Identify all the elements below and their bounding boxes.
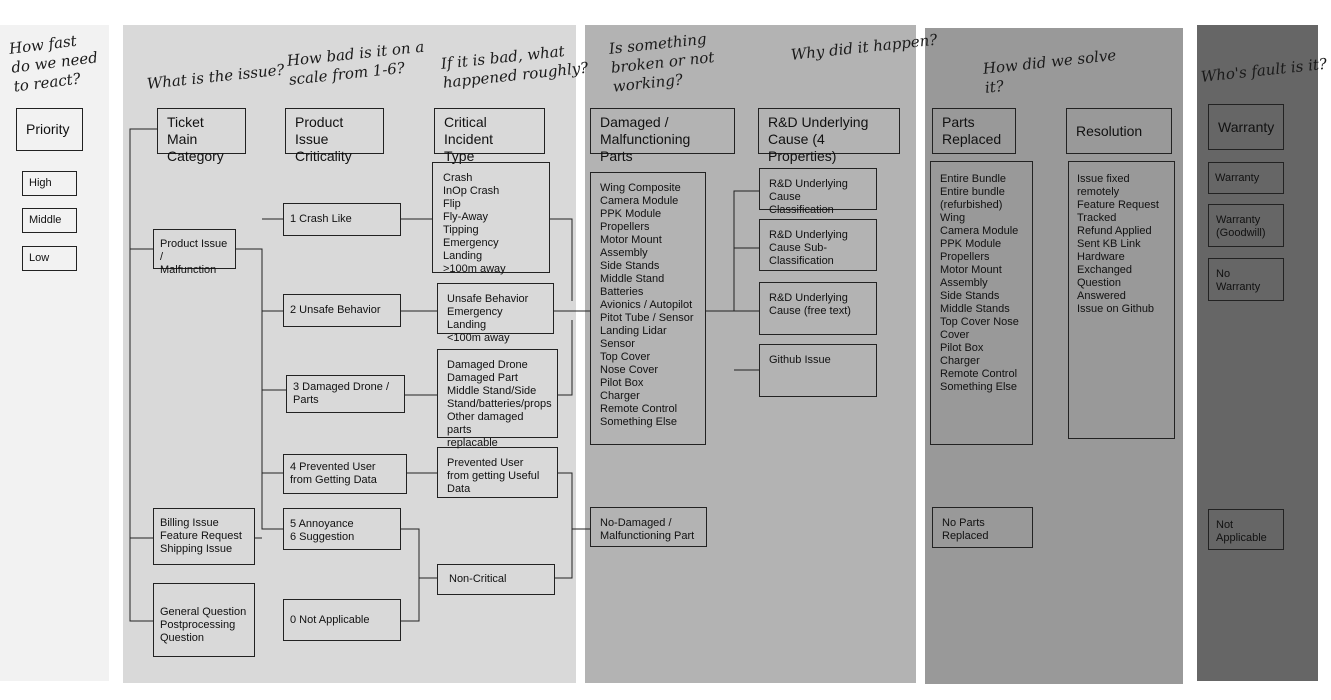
rnd-github-issue: Github Issue bbox=[759, 344, 877, 397]
no-damaged-part: No-Damaged / Malfunctioning Part bbox=[590, 507, 707, 547]
no-parts-replaced: No Parts Replaced bbox=[932, 507, 1033, 548]
solution-panel bbox=[925, 28, 1183, 684]
warranty-item-goodwill: Warranty (Goodwill) bbox=[1208, 204, 1284, 247]
category-header: Ticket Main Category bbox=[157, 108, 246, 164]
parts-replaced-header: Parts Replaced bbox=[932, 108, 1016, 154]
category-product-issue: Product Issue / Malfunction bbox=[153, 229, 236, 276]
rnd-header: R&D Underlying Cause (4 Properties) bbox=[758, 108, 900, 164]
incident-unsafe: Unsafe Behavior Emergency Landing <100m … bbox=[437, 283, 554, 344]
resolution-header: Resolution bbox=[1066, 108, 1172, 154]
criticality-1: 1 Crash Like bbox=[283, 203, 401, 236]
priority-high: High bbox=[22, 171, 77, 196]
warranty-panel bbox=[1197, 25, 1318, 681]
category-billing: Billing Issue Feature Request Shipping I… bbox=[153, 508, 255, 565]
incident-header: Critical Incident Type bbox=[434, 108, 545, 164]
note-broken: Is something broken or not working? bbox=[608, 29, 716, 96]
incident-prevented: Prevented User from getting Useful Data bbox=[437, 447, 558, 498]
incident-crash: Crash InOp Crash Flip Fly-Away Tipping E… bbox=[432, 162, 550, 275]
priority-header: Priority bbox=[16, 108, 83, 151]
rnd-sub-classification: R&D Underlying Cause Sub- Classification bbox=[759, 219, 877, 271]
criticality-4: 4 Prevented User from Getting Data bbox=[283, 454, 407, 494]
criticality-header: Product Issue Criticality bbox=[285, 108, 384, 164]
issue-panel bbox=[123, 25, 576, 683]
criticality-5-6: 5 Annoyance 6 Suggestion bbox=[283, 508, 401, 550]
priority-panel bbox=[0, 25, 109, 681]
priority-middle: Middle bbox=[22, 208, 77, 233]
priority-low: Low bbox=[22, 246, 77, 271]
parts-replaced-list: Entire Bundle Entire bundle (refurbished… bbox=[930, 161, 1033, 445]
incident-damaged: Damaged Drone Damaged Part Middle Stand/… bbox=[437, 349, 558, 449]
warranty-item-no: No Warranty bbox=[1208, 258, 1284, 301]
damaged-parts-header: Damaged / Malfunctioning Parts bbox=[590, 108, 735, 164]
warranty-not-applicable: Not Applicable bbox=[1208, 509, 1284, 550]
incident-noncritical: Non-Critical bbox=[437, 564, 555, 595]
warranty-header: Warranty bbox=[1208, 104, 1284, 150]
category-general: General Question Postprocessing Question bbox=[153, 583, 255, 657]
criticality-0: 0 Not Applicable bbox=[283, 599, 401, 641]
warranty-item-warranty: Warranty bbox=[1208, 162, 1284, 194]
damaged-parts-list: Wing Composite Camera Module PPK Module … bbox=[590, 172, 706, 445]
resolution-list: Issue fixed remotely Feature Request Tra… bbox=[1068, 161, 1175, 439]
rnd-free-text: R&D Underlying Cause (free text) bbox=[759, 282, 877, 335]
rnd-classification: R&D Underlying Cause Classification bbox=[759, 168, 877, 216]
criticality-2: 2 Unsafe Behavior bbox=[283, 294, 401, 327]
criticality-3: 3 Damaged Drone / Parts bbox=[286, 375, 405, 413]
cause-panel bbox=[585, 25, 916, 683]
note-react: How fast do we need to react? bbox=[8, 31, 99, 96]
